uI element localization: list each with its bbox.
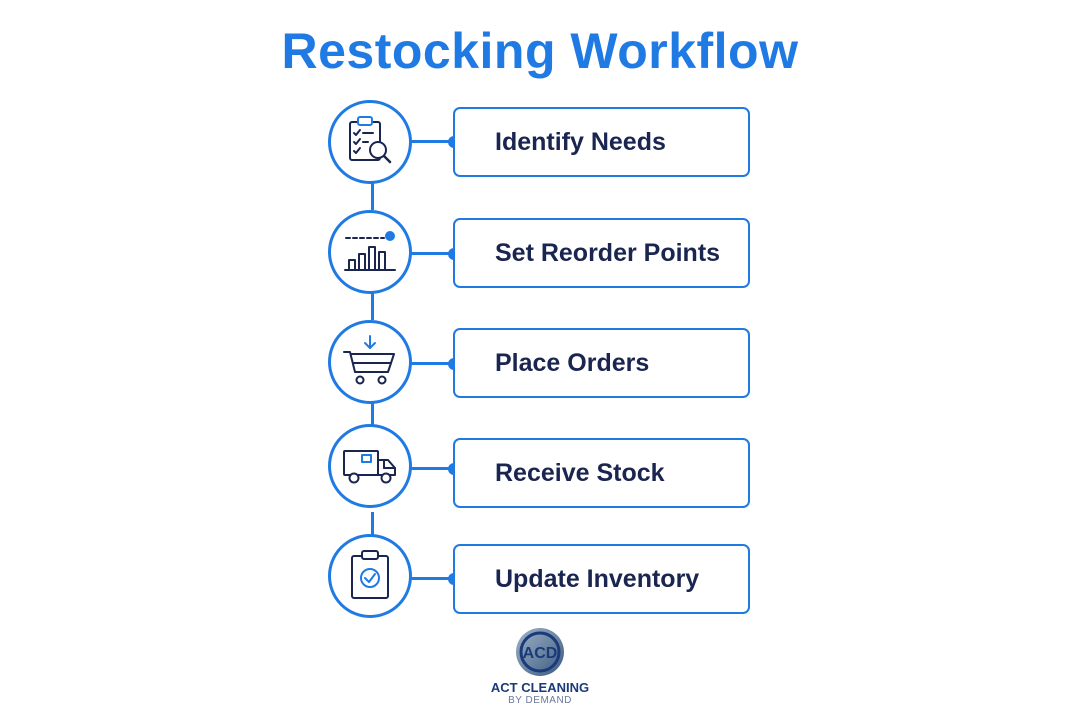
- step-5-box: Update Inventory: [453, 544, 750, 614]
- company-logo: ACD ACT CLEANING BY DEMAND: [480, 626, 600, 706]
- diagram-title: Restocking Workflow: [281, 23, 799, 79]
- bar-chart-threshold-icon: [344, 231, 396, 271]
- step-1-icon-circle: [328, 100, 412, 184]
- step-2-link: [410, 252, 454, 255]
- logo-name: ACT CLEANING: [490, 680, 590, 695]
- step-1-box: Identify Needs: [453, 107, 750, 177]
- clipboard-search-icon: [349, 116, 392, 164]
- connector-line: [371, 182, 374, 210]
- step-4-box: Receive Stock: [453, 438, 750, 508]
- step-4-icon-circle: [328, 424, 412, 508]
- shopping-cart-icon: [343, 335, 395, 385]
- step-2-icon-circle: [328, 210, 412, 294]
- connector-line: [371, 512, 374, 540]
- step-2-box: Set Reorder Points: [453, 218, 750, 288]
- connector-line: [371, 402, 374, 430]
- logo-mark-icon: ACD: [516, 628, 564, 676]
- step-5-icon-circle: [328, 534, 412, 618]
- logo-mark-text: ACD: [523, 645, 558, 662]
- delivery-truck-icon: [343, 450, 396, 484]
- connector-line: [371, 292, 374, 320]
- clipboard-check-icon: [351, 550, 389, 599]
- step-3-link: [410, 362, 454, 365]
- logo-tagline: BY DEMAND: [508, 695, 572, 706]
- step-3-icon-circle: [328, 320, 412, 404]
- step-1-link: [410, 140, 454, 143]
- step-5-link: [410, 577, 454, 580]
- step-3-box: Place Orders: [453, 328, 750, 398]
- step-4-link: [410, 467, 454, 470]
